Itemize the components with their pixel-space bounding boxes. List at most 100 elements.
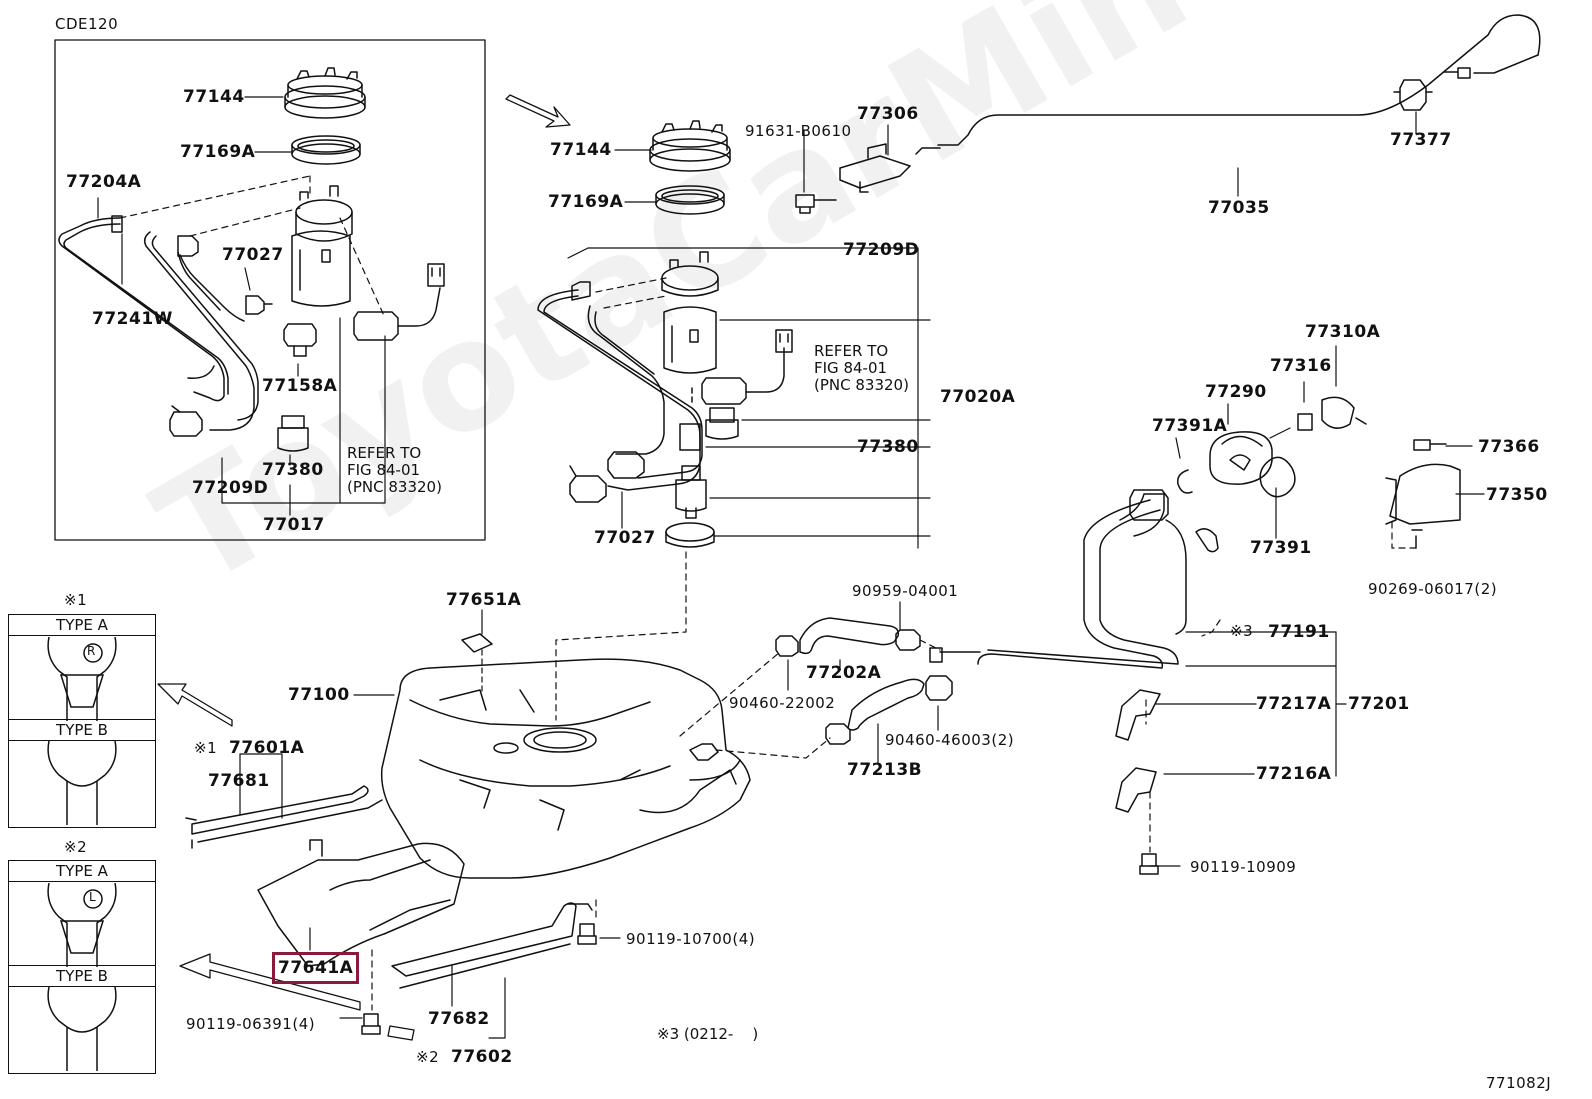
bolt-91631 bbox=[795, 194, 837, 214]
part-91631-b0610[interactable]: 91631-B0610 bbox=[745, 122, 852, 140]
note-3-date: ※3 (0212- ) bbox=[657, 1025, 759, 1043]
wrench-type-a-icon bbox=[47, 883, 117, 967]
fuel-tank-77100 bbox=[380, 633, 751, 879]
wrench-type-a-symbol: R bbox=[87, 644, 96, 658]
part-90119-10909[interactable]: 90119-10909 bbox=[1190, 858, 1297, 876]
part-90460-22002[interactable]: 90460-22002 bbox=[729, 694, 836, 712]
part-77144[interactable]: 77144 bbox=[550, 140, 612, 160]
part-90460-46003[interactable]: 90460-46003(2) bbox=[885, 731, 1015, 749]
part-90269-06017[interactable]: 90269-06017(2) bbox=[1368, 580, 1498, 598]
part-77209d[interactable]: 77209D bbox=[843, 240, 920, 260]
part-77651a[interactable]: 77651A bbox=[446, 590, 522, 610]
door-leaders bbox=[1445, 445, 1485, 495]
direction-arrow-upper bbox=[505, 94, 571, 128]
part-77027[interactable]: 77027 bbox=[594, 528, 656, 548]
part-77191[interactable]: 77191 bbox=[1268, 622, 1330, 642]
part-77144-inset[interactable]: 77144 bbox=[183, 87, 245, 107]
type-a-header: TYPE A bbox=[9, 861, 155, 882]
part-77169a-inset[interactable]: 77169A bbox=[180, 142, 256, 162]
part-77202a[interactable]: 77202A bbox=[806, 663, 882, 683]
fuel-door-77350 bbox=[1385, 439, 1461, 549]
part-77310a[interactable]: 77310A bbox=[1305, 322, 1381, 342]
type-box-1: TYPE A TYPE B R bbox=[8, 614, 156, 828]
part-77216a[interactable]: 77216A bbox=[1256, 764, 1332, 784]
inset-leaders bbox=[97, 96, 386, 516]
mark-2-77602: ※2 bbox=[416, 1048, 440, 1066]
hose-77213b bbox=[825, 675, 953, 745]
refer-note: REFER TO FIG 84-01 (PNC 83320) bbox=[814, 342, 909, 394]
mark-3-filler: ※3 bbox=[1230, 622, 1254, 640]
main-pump-77020a bbox=[665, 465, 715, 548]
main-fuel-lines bbox=[537, 281, 703, 503]
part-77027-inset[interactable]: 77027 bbox=[222, 245, 284, 265]
wrench-type-b-icon bbox=[47, 741, 117, 825]
part-77100[interactable]: 77100 bbox=[288, 685, 350, 705]
wrench-type-b-icon bbox=[47, 987, 117, 1071]
main-leaders-cable bbox=[803, 111, 1417, 197]
main-leaders-top bbox=[614, 149, 658, 203]
part-77391a[interactable]: 77391A bbox=[1152, 416, 1228, 436]
part-90119-06391[interactable]: 90119-06391(4) bbox=[186, 1015, 316, 1033]
part-90119-10700[interactable]: 90119-10700(4) bbox=[626, 930, 756, 948]
filler-leaders bbox=[1149, 631, 1347, 867]
part-77380[interactable]: 77380 bbox=[857, 437, 919, 457]
direction-arrow-1 bbox=[157, 683, 233, 727]
inset-pump-module bbox=[291, 185, 353, 307]
part-77204a-inset[interactable]: 77204A bbox=[66, 172, 142, 192]
inset-fitting-77158a bbox=[283, 323, 317, 357]
part-77201[interactable]: 77201 bbox=[1348, 694, 1410, 714]
direction-arrow-2 bbox=[179, 953, 361, 1011]
main-gasket bbox=[655, 185, 725, 215]
part-77020a[interactable]: 77020A bbox=[940, 387, 1016, 407]
part-77380-inset[interactable]: 77380 bbox=[262, 460, 324, 480]
type-box-2: TYPE A TYPE B L bbox=[8, 860, 156, 1074]
part-77350[interactable]: 77350 bbox=[1486, 485, 1548, 505]
band-77601a bbox=[185, 785, 383, 849]
wrench-type-a-symbol: L bbox=[89, 890, 96, 904]
main-pump-module bbox=[661, 251, 719, 403]
part-77209d-inset[interactable]: 77209D bbox=[192, 478, 269, 498]
variant-label: CDE120 bbox=[55, 15, 119, 33]
bolts-lower bbox=[361, 923, 597, 1035]
filler-pipe-77201 bbox=[929, 489, 1219, 669]
hose-77202a bbox=[775, 617, 921, 657]
part-77641a[interactable]: 77641A bbox=[271, 952, 360, 984]
direction-arrow-3 bbox=[387, 1025, 415, 1041]
tank-leaders bbox=[353, 609, 483, 696]
part-77213b[interactable]: 77213B bbox=[847, 760, 923, 780]
part-77391[interactable]: 77391 bbox=[1250, 538, 1312, 558]
part-77169a[interactable]: 77169A bbox=[548, 192, 624, 212]
inset-filter-77380 bbox=[277, 415, 309, 452]
part-77158a-inset[interactable]: 77158A bbox=[262, 376, 338, 396]
main-sender-unit bbox=[701, 329, 793, 405]
lower-leaders bbox=[239, 753, 621, 1039]
part-77306[interactable]: 77306 bbox=[857, 104, 919, 124]
part-77035[interactable]: 77035 bbox=[1208, 198, 1270, 218]
part-77017-inset[interactable]: 77017 bbox=[263, 515, 325, 535]
part-77366[interactable]: 77366 bbox=[1478, 437, 1540, 457]
inset-sender-unit bbox=[353, 263, 445, 341]
type-b-header: TYPE B bbox=[9, 719, 155, 741]
clip-77377 bbox=[1393, 79, 1433, 111]
part-77681[interactable]: 77681 bbox=[208, 771, 270, 791]
part-90959-04001[interactable]: 90959-04001 bbox=[852, 582, 959, 600]
fuel-cap-assembly bbox=[1176, 396, 1367, 498]
part-77682[interactable]: 77682 bbox=[428, 1009, 490, 1029]
part-77217a[interactable]: 77217A bbox=[1256, 694, 1332, 714]
bolt-90119-10909 bbox=[1139, 853, 1159, 875]
part-77241w-inset[interactable]: 77241W bbox=[92, 309, 173, 329]
inset-lock-ring bbox=[284, 67, 366, 119]
protector-77641a bbox=[257, 839, 465, 967]
hose-leaders bbox=[787, 601, 939, 765]
part-77290[interactable]: 77290 bbox=[1205, 382, 1267, 402]
inset-frame bbox=[54, 39, 486, 541]
part-77316[interactable]: 77316 bbox=[1270, 356, 1332, 376]
inset-fuel-lines bbox=[58, 215, 273, 437]
part-77601a[interactable]: 77601A bbox=[229, 738, 305, 758]
part-77377[interactable]: 77377 bbox=[1390, 130, 1452, 150]
cable-77035 bbox=[915, 14, 1541, 155]
inset-dashed-guides bbox=[119, 175, 386, 319]
part-77602[interactable]: 77602 bbox=[451, 1047, 513, 1067]
type-a-header: TYPE A bbox=[9, 615, 155, 636]
